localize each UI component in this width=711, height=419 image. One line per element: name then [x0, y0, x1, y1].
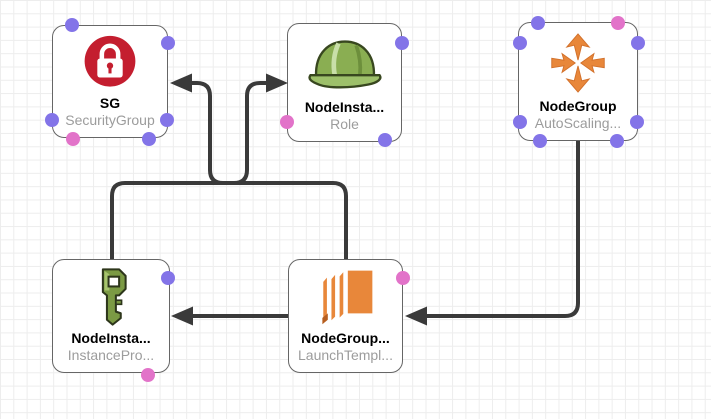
node-group-autoscaling[interactable]: NodeGroup AutoScaling...	[518, 22, 638, 141]
node-subtitle: SecurityGroup	[65, 112, 155, 128]
arrowhead-left-icon	[171, 306, 193, 326]
connection-handle[interactable]	[631, 36, 645, 50]
connection-handle[interactable]	[630, 115, 644, 129]
connection-handle[interactable]	[513, 115, 527, 129]
node-security-group[interactable]: SG SecurityGroup	[52, 25, 168, 138]
hard-hat-icon	[288, 24, 401, 99]
key-icon	[53, 260, 169, 330]
connection-handle[interactable]	[513, 36, 527, 50]
node-subtitle: LaunchTempl...	[298, 347, 393, 363]
node-group-launch-template[interactable]: NodeGroup... LaunchTempl...	[288, 259, 403, 373]
connection-handle[interactable]	[142, 132, 156, 146]
node-instance-profile[interactable]: NodeInsta... InstancePro...	[52, 259, 170, 373]
edge-launchtemplate-to-instanceprofile[interactable]	[171, 306, 288, 326]
connection-handle[interactable]	[66, 132, 80, 146]
node-subtitle: Role	[330, 116, 359, 132]
connection-handle[interactable]	[141, 368, 155, 382]
node-subtitle: InstancePro...	[67, 347, 155, 363]
arrowhead-left-icon	[405, 306, 427, 326]
node-title: SG	[99, 95, 121, 111]
connection-handle[interactable]	[160, 113, 174, 127]
node-title: NodeInsta...	[71, 330, 151, 346]
connection-handle[interactable]	[161, 271, 175, 285]
launch-template-icon	[289, 260, 402, 330]
node-instance-role[interactable]: NodeInsta... Role	[287, 23, 402, 142]
connection-handle[interactable]	[45, 113, 59, 127]
arrowhead-right-icon	[266, 73, 288, 93]
connection-handle[interactable]	[533, 134, 547, 148]
node-title: NodeGroup	[539, 98, 617, 114]
node-title: NodeInsta...	[304, 99, 385, 115]
node-subtitle: AutoScaling...	[534, 115, 622, 131]
autoscaling-arrows-icon	[519, 23, 637, 98]
connection-handle[interactable]	[378, 133, 392, 147]
connection-handle[interactable]	[396, 271, 410, 285]
lock-icon	[53, 26, 167, 95]
arrowhead-left-icon	[170, 73, 192, 93]
connection-handle[interactable]	[161, 36, 175, 50]
connection-handle[interactable]	[280, 115, 294, 129]
connection-handle[interactable]	[65, 18, 79, 32]
connection-handle[interactable]	[531, 16, 545, 30]
node-title: NodeGroup...	[301, 330, 390, 346]
edge-nodegroup-to-launchtemplate[interactable]	[405, 141, 580, 326]
connection-handle[interactable]	[395, 36, 409, 50]
connection-handle[interactable]	[610, 134, 624, 148]
connection-handle[interactable]	[611, 16, 625, 30]
